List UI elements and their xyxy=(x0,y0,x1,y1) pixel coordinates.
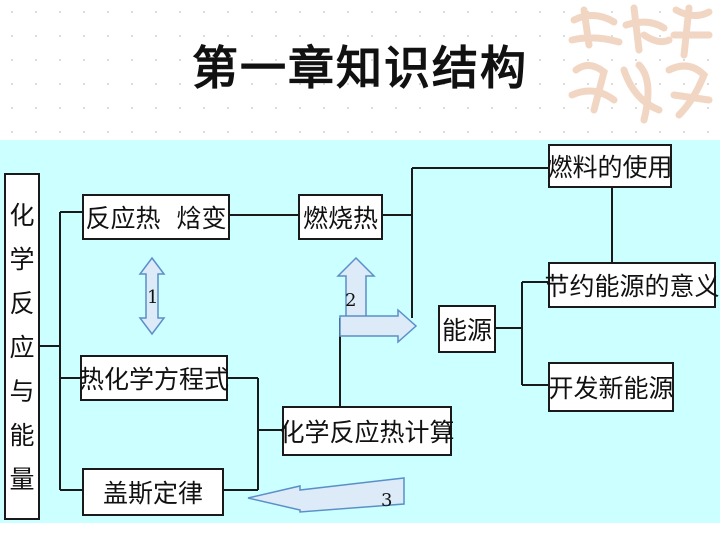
energy-box: 能源 xyxy=(438,305,496,353)
topic-char: 能 xyxy=(9,420,35,450)
double-arrow-icon xyxy=(138,256,166,336)
combustion-heat-box: 燃烧热 xyxy=(298,194,383,240)
right-arrow-icon xyxy=(339,308,418,344)
thermo-equation-box: 热化学方程式 xyxy=(79,355,229,401)
page-title: 第一章知识结构 xyxy=(192,41,528,95)
topic-char: 反 xyxy=(9,288,35,318)
topic-char: 与 xyxy=(9,376,35,406)
topic-char: 应 xyxy=(9,332,35,362)
arrow-label-2: 2 xyxy=(345,290,357,311)
reaction-heat-box: 反应热 焓变 xyxy=(82,194,230,240)
left-arrow-icon xyxy=(247,477,405,513)
arrow-label-3: 3 xyxy=(381,490,393,511)
arrow-label-1: 1 xyxy=(147,287,159,308)
topic-char: 学 xyxy=(9,244,35,274)
hess-law-box: 盖斯定律 xyxy=(82,468,224,516)
new-energy-box: 开发新能源 xyxy=(548,362,674,412)
decorative-calligraphy-icon xyxy=(568,4,713,124)
topic-char: 化 xyxy=(9,200,35,230)
energy-saving-box: 节约能源的意义 xyxy=(545,262,720,308)
heat-calculation-box: 化学反应热计算 xyxy=(280,406,455,456)
chapter-topic-box: 化 学 反 应 与 能 量 xyxy=(4,173,40,520)
topic-char: 量 xyxy=(9,464,35,494)
fuel-use-box: 燃料的使用 xyxy=(548,144,673,188)
